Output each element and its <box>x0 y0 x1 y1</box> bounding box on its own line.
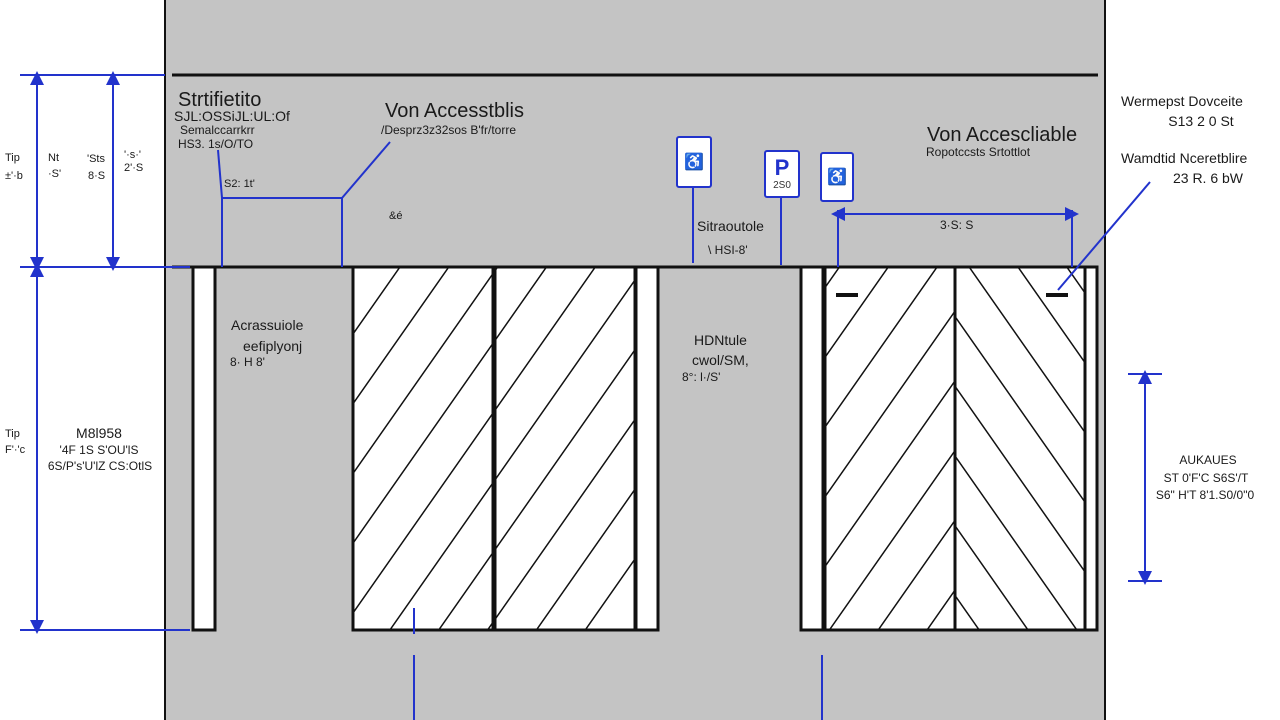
parking-sign-caption: 2S0 <box>773 180 791 191</box>
accessible-sign-right: ♿ <box>820 152 854 202</box>
center-small: &é <box>389 210 403 222</box>
aisle-width-dimension <box>831 181 1151 291</box>
right-sub: Ropotccsts Srtottlot <box>926 145 1031 159</box>
left-dim-bot-b: F'·'c <box>5 444 26 456</box>
bottom-markers <box>413 608 823 720</box>
far-right-title-1: Wermepst Dovceite <box>1121 93 1243 109</box>
wheelchair-icon: ♿ <box>684 154 704 171</box>
sign-posts <box>692 187 782 265</box>
left-post <box>191 265 217 632</box>
left-block-sub1: '4F 1S S'OU'lS <box>59 443 139 457</box>
sign-dim-label: Sitraoutole <box>697 218 764 234</box>
center-sub: /Desprz3z32sos B'fr/torre <box>381 123 517 137</box>
sign-dim-value: \ HSI-8' <box>708 243 748 257</box>
top-left-title: Strtifietito <box>178 89 262 111</box>
right-block-sub2: S6" H'T 8'1.S0/0"0 <box>1155 488 1255 502</box>
left-dim-top-a: Tip <box>5 152 20 164</box>
left-dim-top-e: 'Sts <box>87 153 105 165</box>
left-dim-top-b: ±'·b <box>5 170 23 182</box>
top-left-dim: S2: 1t' <box>224 178 255 190</box>
right-block-title: AUKAUES <box>1179 453 1237 467</box>
right-post-a <box>799 265 825 632</box>
right-dim-label: 3·S: S <box>940 218 974 232</box>
right-title: Von Accescliable <box>927 124 1078 146</box>
right-post-b <box>1083 265 1099 632</box>
center-bay-sub1: cwol/SM, <box>692 352 749 368</box>
mid-post <box>634 265 660 632</box>
left-dim-top-g: '·s·' <box>124 149 142 161</box>
parking-sign: P 2S0 <box>764 150 800 198</box>
stall1-sub1: eefiplyonj <box>243 338 303 354</box>
top-left-sub2: Semalccarrkrr <box>180 123 255 137</box>
left-dimensions <box>20 71 190 634</box>
top-left-sub1: SJL:OSSiJL:UL:Of <box>174 108 290 124</box>
left-block-title: M8l958 <box>76 425 122 441</box>
right-dimension <box>1128 370 1162 585</box>
left-dim-top-c: Nt <box>48 152 59 164</box>
center-title: Von Accesstblis <box>385 100 524 122</box>
center-bay-sub2: 8°: l·/S' <box>682 370 721 384</box>
left-dim-top-h: 2'·S <box>124 162 144 174</box>
left-dim-bot-a: Tip <box>5 428 20 440</box>
parking-p-icon: P <box>774 155 790 180</box>
right-block-sub1: ST 0'F'C S6S'/T <box>1163 471 1249 485</box>
left-dim-top-f: 8·S <box>88 170 106 182</box>
top-left-sub3: HS3. 1s/O/TO <box>178 137 254 151</box>
left-dim-top-d: ·S' <box>48 168 62 180</box>
center-bay-title: HDNtule <box>694 332 747 348</box>
wheelchair-icon: ♿ <box>827 169 847 186</box>
stall1-title: Acrassuiole <box>231 317 304 333</box>
far-right-sub-2: 23 R. 6 bW <box>1172 170 1244 186</box>
far-right-title-2: Wamdtid Nceretblire <box>1121 150 1248 166</box>
accessible-sign-left: ♿ <box>676 136 712 188</box>
stall-width-dimension <box>217 141 391 267</box>
far-right-sub-1: S13 2 0 St <box>1168 113 1234 129</box>
left-block-sub2: 6S/P's'U'lZ CS:OtlS <box>47 459 153 473</box>
stall1-sub2: 8· H 8' <box>230 355 265 369</box>
